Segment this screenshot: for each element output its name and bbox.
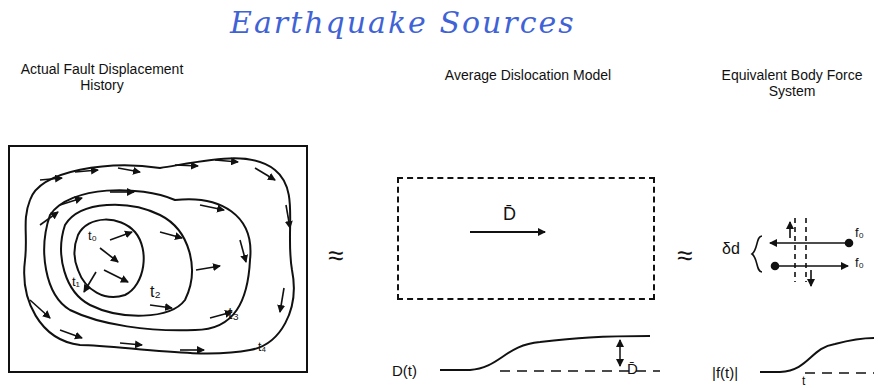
approx-sign: ≈ <box>677 240 692 272</box>
slip-arrow <box>470 231 545 233</box>
force-time-curve <box>760 338 874 373</box>
double-couple <box>752 218 853 286</box>
force-label: f₀ <box>855 226 864 241</box>
force-label: f₀ <box>855 256 864 271</box>
column-heading: Equivalent Body Force System <box>712 67 872 99</box>
axis-label: t <box>802 375 805 388</box>
time-label: t₁ <box>72 275 80 290</box>
column-heading: Average Dislocation Model <box>397 67 659 83</box>
slip-symbol: D̄ <box>503 204 516 225</box>
fault-box: Average Dislocation ModelD̄ <box>397 177 655 300</box>
time-label: t₀ <box>88 229 97 244</box>
offset-label: δd <box>722 240 740 258</box>
time-label: t₂ <box>150 283 161 301</box>
time-label: t₃ <box>228 305 239 323</box>
fault-box: Actual Fault Displacement Historyt₀t₁t₂t… <box>8 145 308 373</box>
rupture-contours <box>24 158 294 353</box>
amplitude-arrow <box>619 340 621 366</box>
axis-label: |f(t)| <box>712 364 738 381</box>
axis-label: D(t) <box>392 362 417 379</box>
amplitude-label: D̄ <box>627 360 638 377</box>
slip-arrows <box>30 160 290 350</box>
approx-sign: ≈ <box>328 240 343 272</box>
title: Earthquake Sources <box>230 6 576 41</box>
column-heading: Actual Fault Displacement History <box>2 61 202 93</box>
time-label: t₄ <box>258 341 266 355</box>
